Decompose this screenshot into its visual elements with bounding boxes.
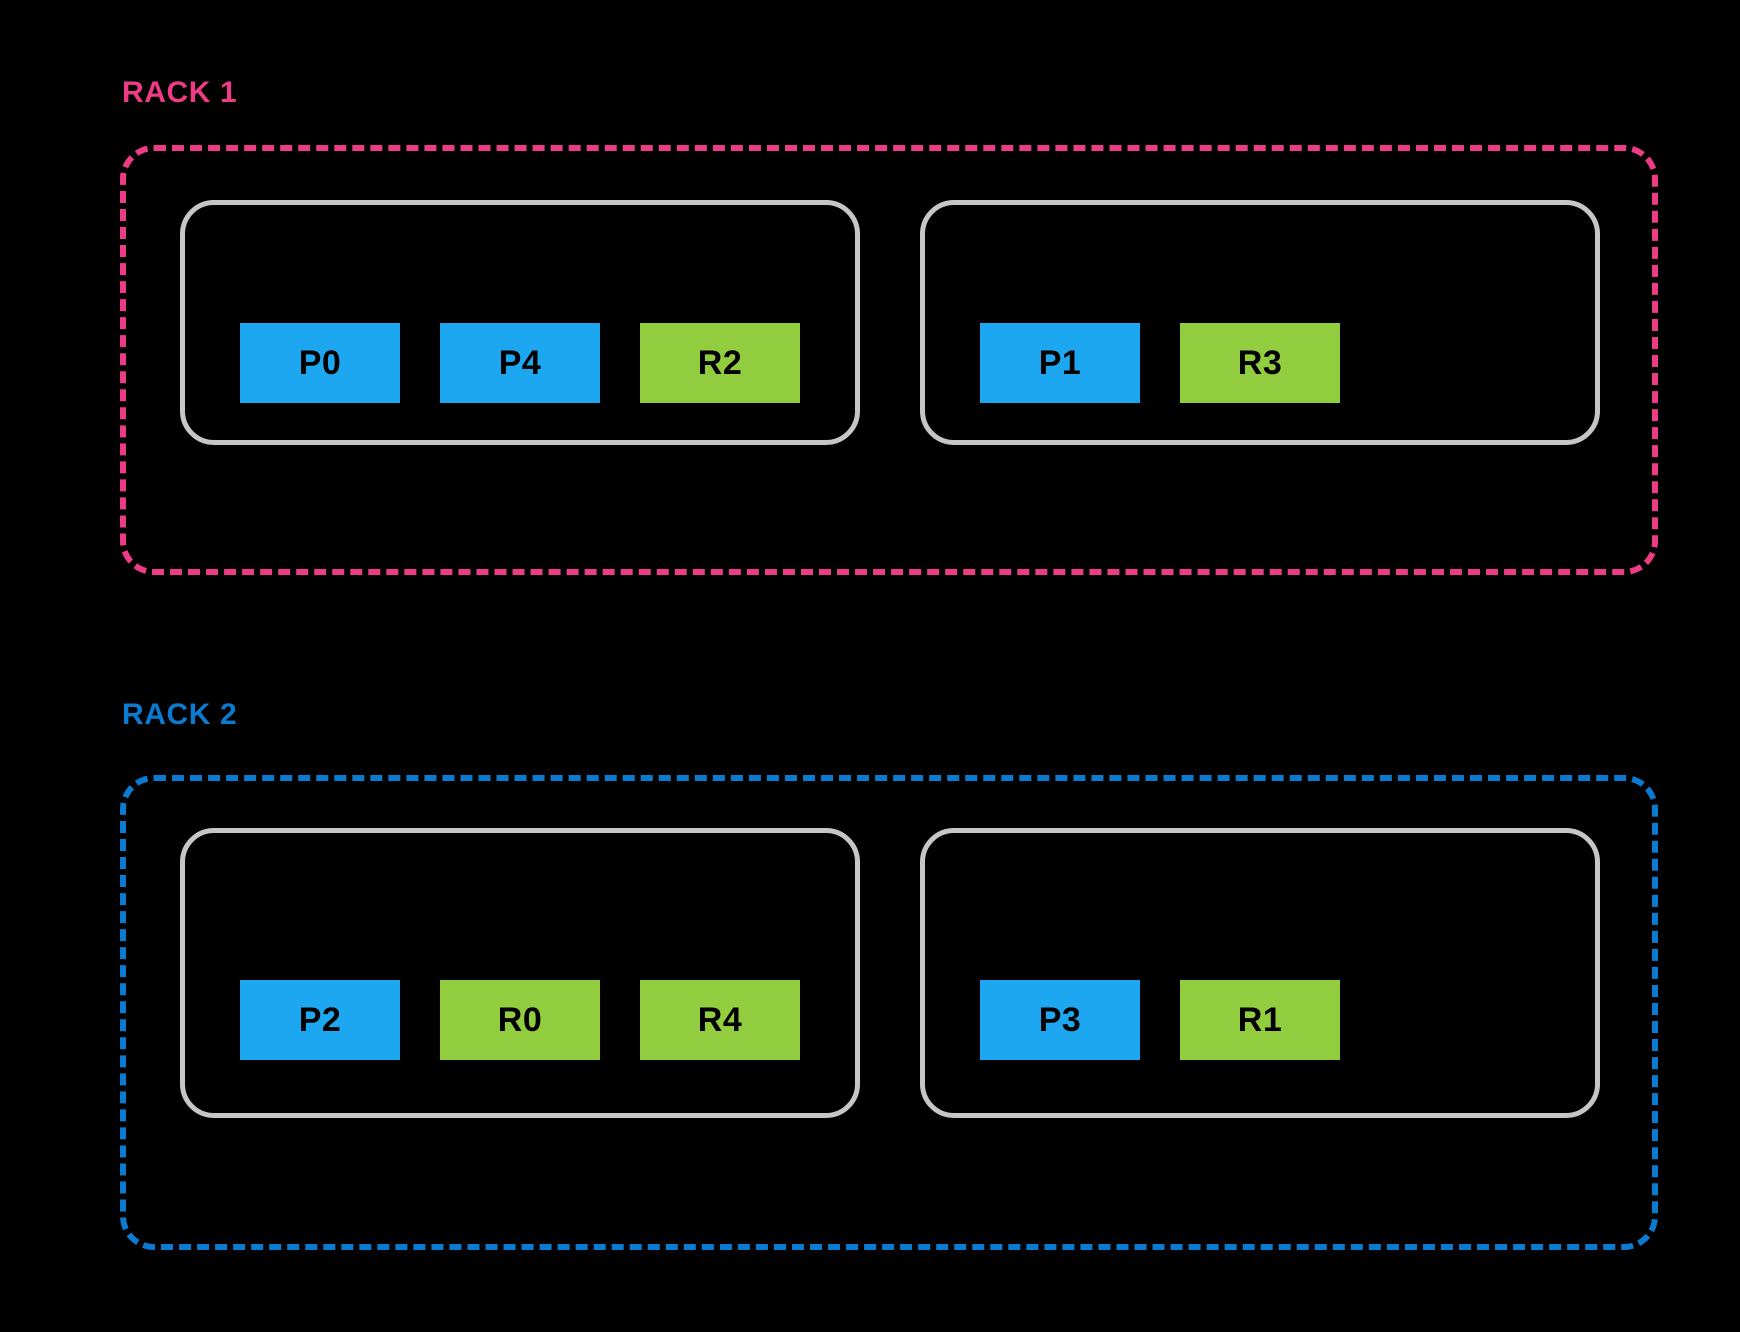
chip-r3[interactable]: R3	[1180, 323, 1340, 403]
chip-p2[interactable]: P2	[240, 980, 400, 1060]
rack1-node-2-box	[920, 200, 1600, 445]
rack2-node-2-chips: P3 R1	[980, 980, 1340, 1060]
rack1-node-2-chips: P1 R3	[980, 323, 1340, 403]
chip-p3[interactable]: P3	[980, 980, 1140, 1060]
rack1-node-1-chips: P0 P4 R2	[240, 323, 800, 403]
chip-p0[interactable]: P0	[240, 323, 400, 403]
rack-2-boundary	[120, 775, 1658, 1250]
rack-1-boundary	[120, 145, 1658, 575]
chip-r0[interactable]: R0	[440, 980, 600, 1060]
rack-1-label: RACK 1	[122, 76, 238, 109]
chip-p1[interactable]: P1	[980, 323, 1140, 403]
chip-r2[interactable]: R2	[640, 323, 800, 403]
chip-p4[interactable]: P4	[440, 323, 600, 403]
rack2-node-1-chips: P2 R0 R4	[240, 980, 800, 1060]
rack-2-label: RACK 2	[122, 698, 238, 731]
rack2-node-1-box	[180, 828, 860, 1118]
rack2-node-2-box	[920, 828, 1600, 1118]
rack1-node-1-box	[180, 200, 860, 445]
chip-r4[interactable]: R4	[640, 980, 800, 1060]
chip-r1[interactable]: R1	[1180, 980, 1340, 1060]
